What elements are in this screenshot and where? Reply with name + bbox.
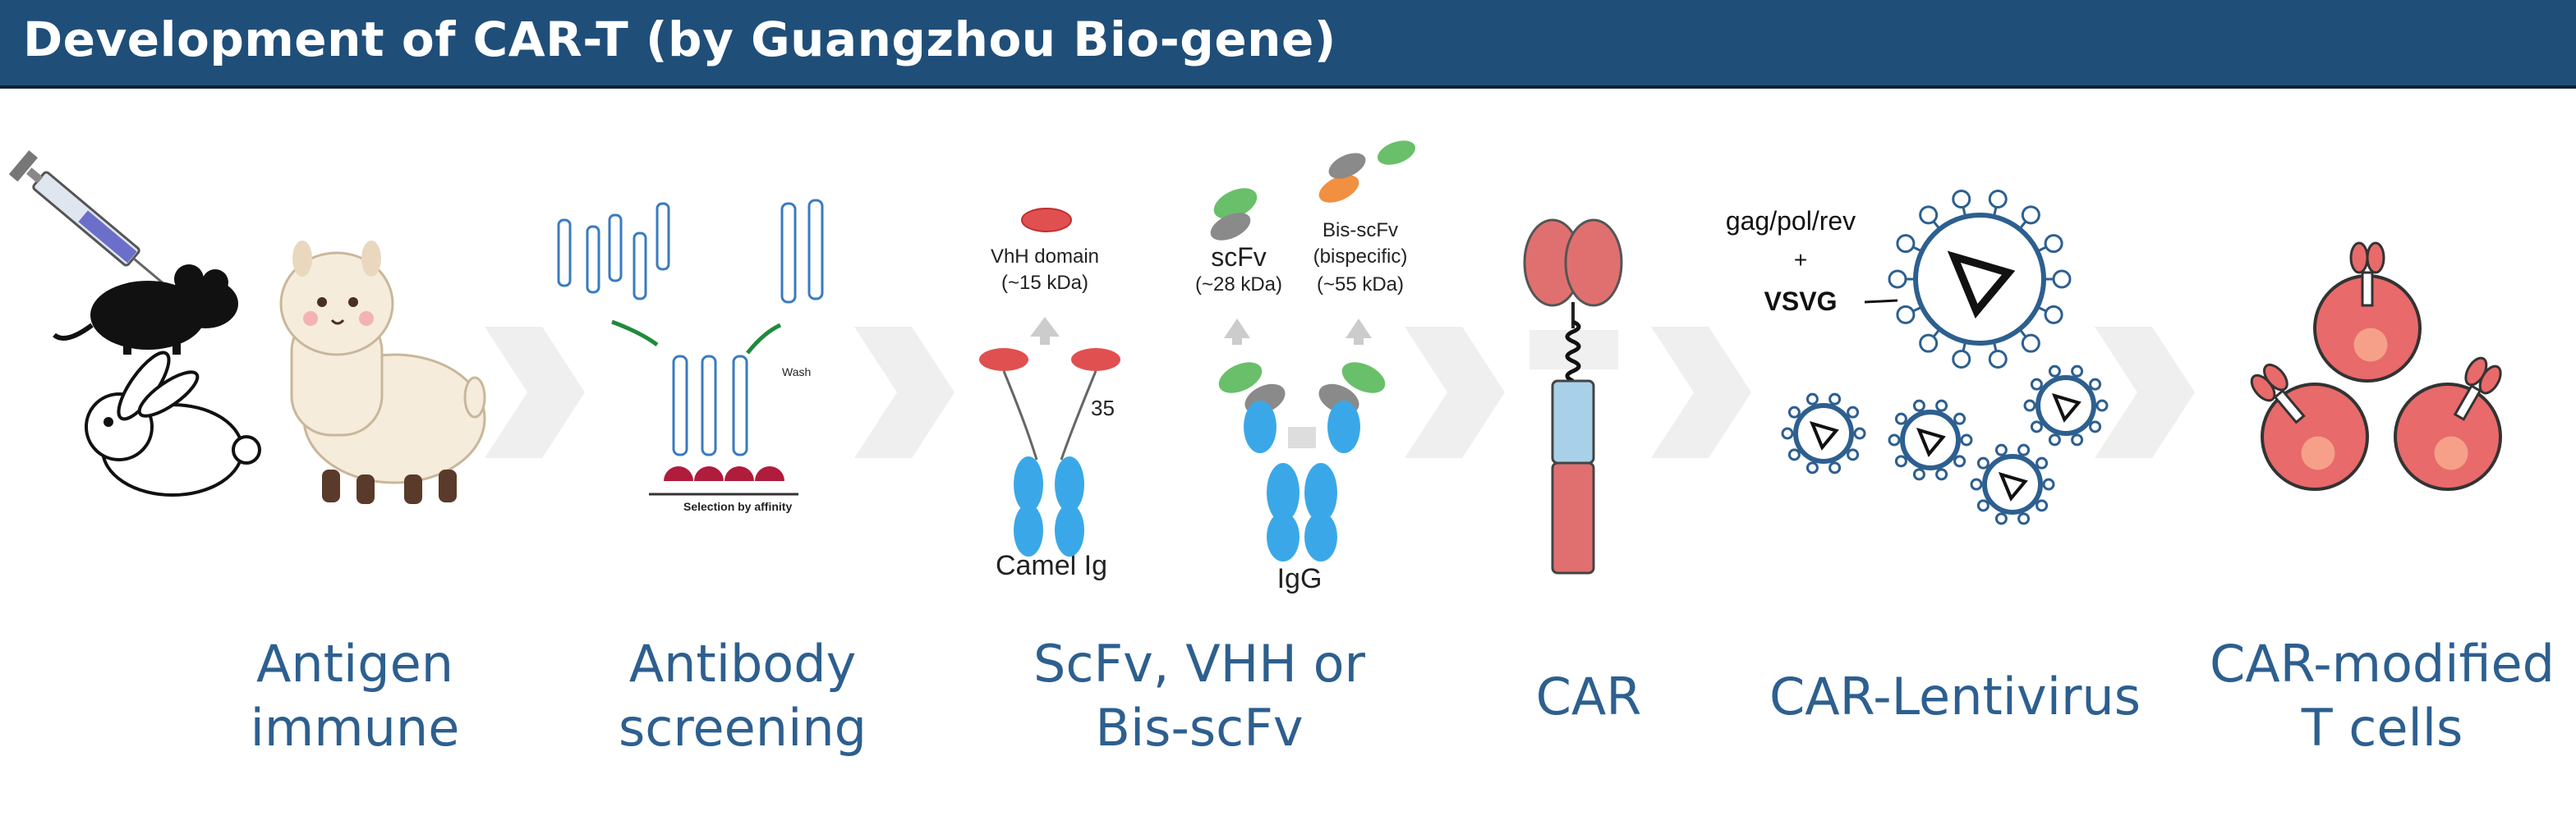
igg-icon [1218,362,1386,562]
chevron-arrow-4 [1651,327,1751,458]
car-construct-icon [1523,218,1623,575]
screening-arrow-1-icon [611,319,659,347]
screening-arrow-2-icon [746,323,782,355]
camel-ig-label: Camel Ig [996,550,1107,581]
camel-ig-icon [979,348,1120,557]
lentivirus-large-icon [1888,190,2072,369]
lentivirus-particles-icon [1781,364,2109,525]
vsvg-pointer [1864,299,1898,304]
bis-scfv-icon [1318,140,1415,203]
bis-size-label: (~55 kDa) [1317,273,1404,296]
scfv-label: scFv [1211,242,1267,272]
vhh-domain-icon [1021,208,1072,232]
phage-display-icon [557,199,824,456]
syringe-icon [8,150,172,291]
scfv-icon [1210,188,1258,241]
vhh-domain-label: VhH domain [991,245,1099,268]
step-label-car: CAR [1535,667,1642,727]
car-t-cells-icon [2250,241,2502,491]
igg-label: IgG [1277,563,1322,594]
chevron-arrow-1 [485,327,585,458]
vsvg-label: VSVG [1764,287,1838,316]
rabbit-icon [85,351,261,497]
page-title: Development of CAR-T (by Guangzhou Bio-g… [23,11,1336,67]
selection-label: Selection by affinity [683,500,792,513]
plus-label: + [1794,247,1807,273]
number-label: 35 [1091,396,1115,420]
scfv-size-label: (~28 kDa) [1195,273,1282,296]
title-bar: Development of CAR-T (by Guangzhou Bio-g… [0,0,2576,89]
antigen-bead-icons [664,466,784,481]
mouse-icon [53,264,238,355]
alpaca-icon [279,241,486,504]
chevron-arrow-3 [1405,327,1505,458]
workflow-diagram: Wash Selection by affinity VhH domain (~… [8,140,2502,594]
bis-scfv-label: Bis-scFv [1322,219,1398,241]
chevron-arrow-2 [854,327,954,458]
format-arrows [1030,317,1372,345]
genes-label: gag/pol/rev [1726,206,1856,236]
wash-label: Wash [782,365,811,378]
step-label-car-lentivirus: CAR-Lentivirus [1769,667,2141,727]
chevron-arrow-5 [2095,327,2195,458]
bis-desc-label: (bispecific) [1313,245,1408,268]
chevron-arrows [485,327,2195,458]
vhh-size-label: (~15 kDa) [1001,272,1088,294]
